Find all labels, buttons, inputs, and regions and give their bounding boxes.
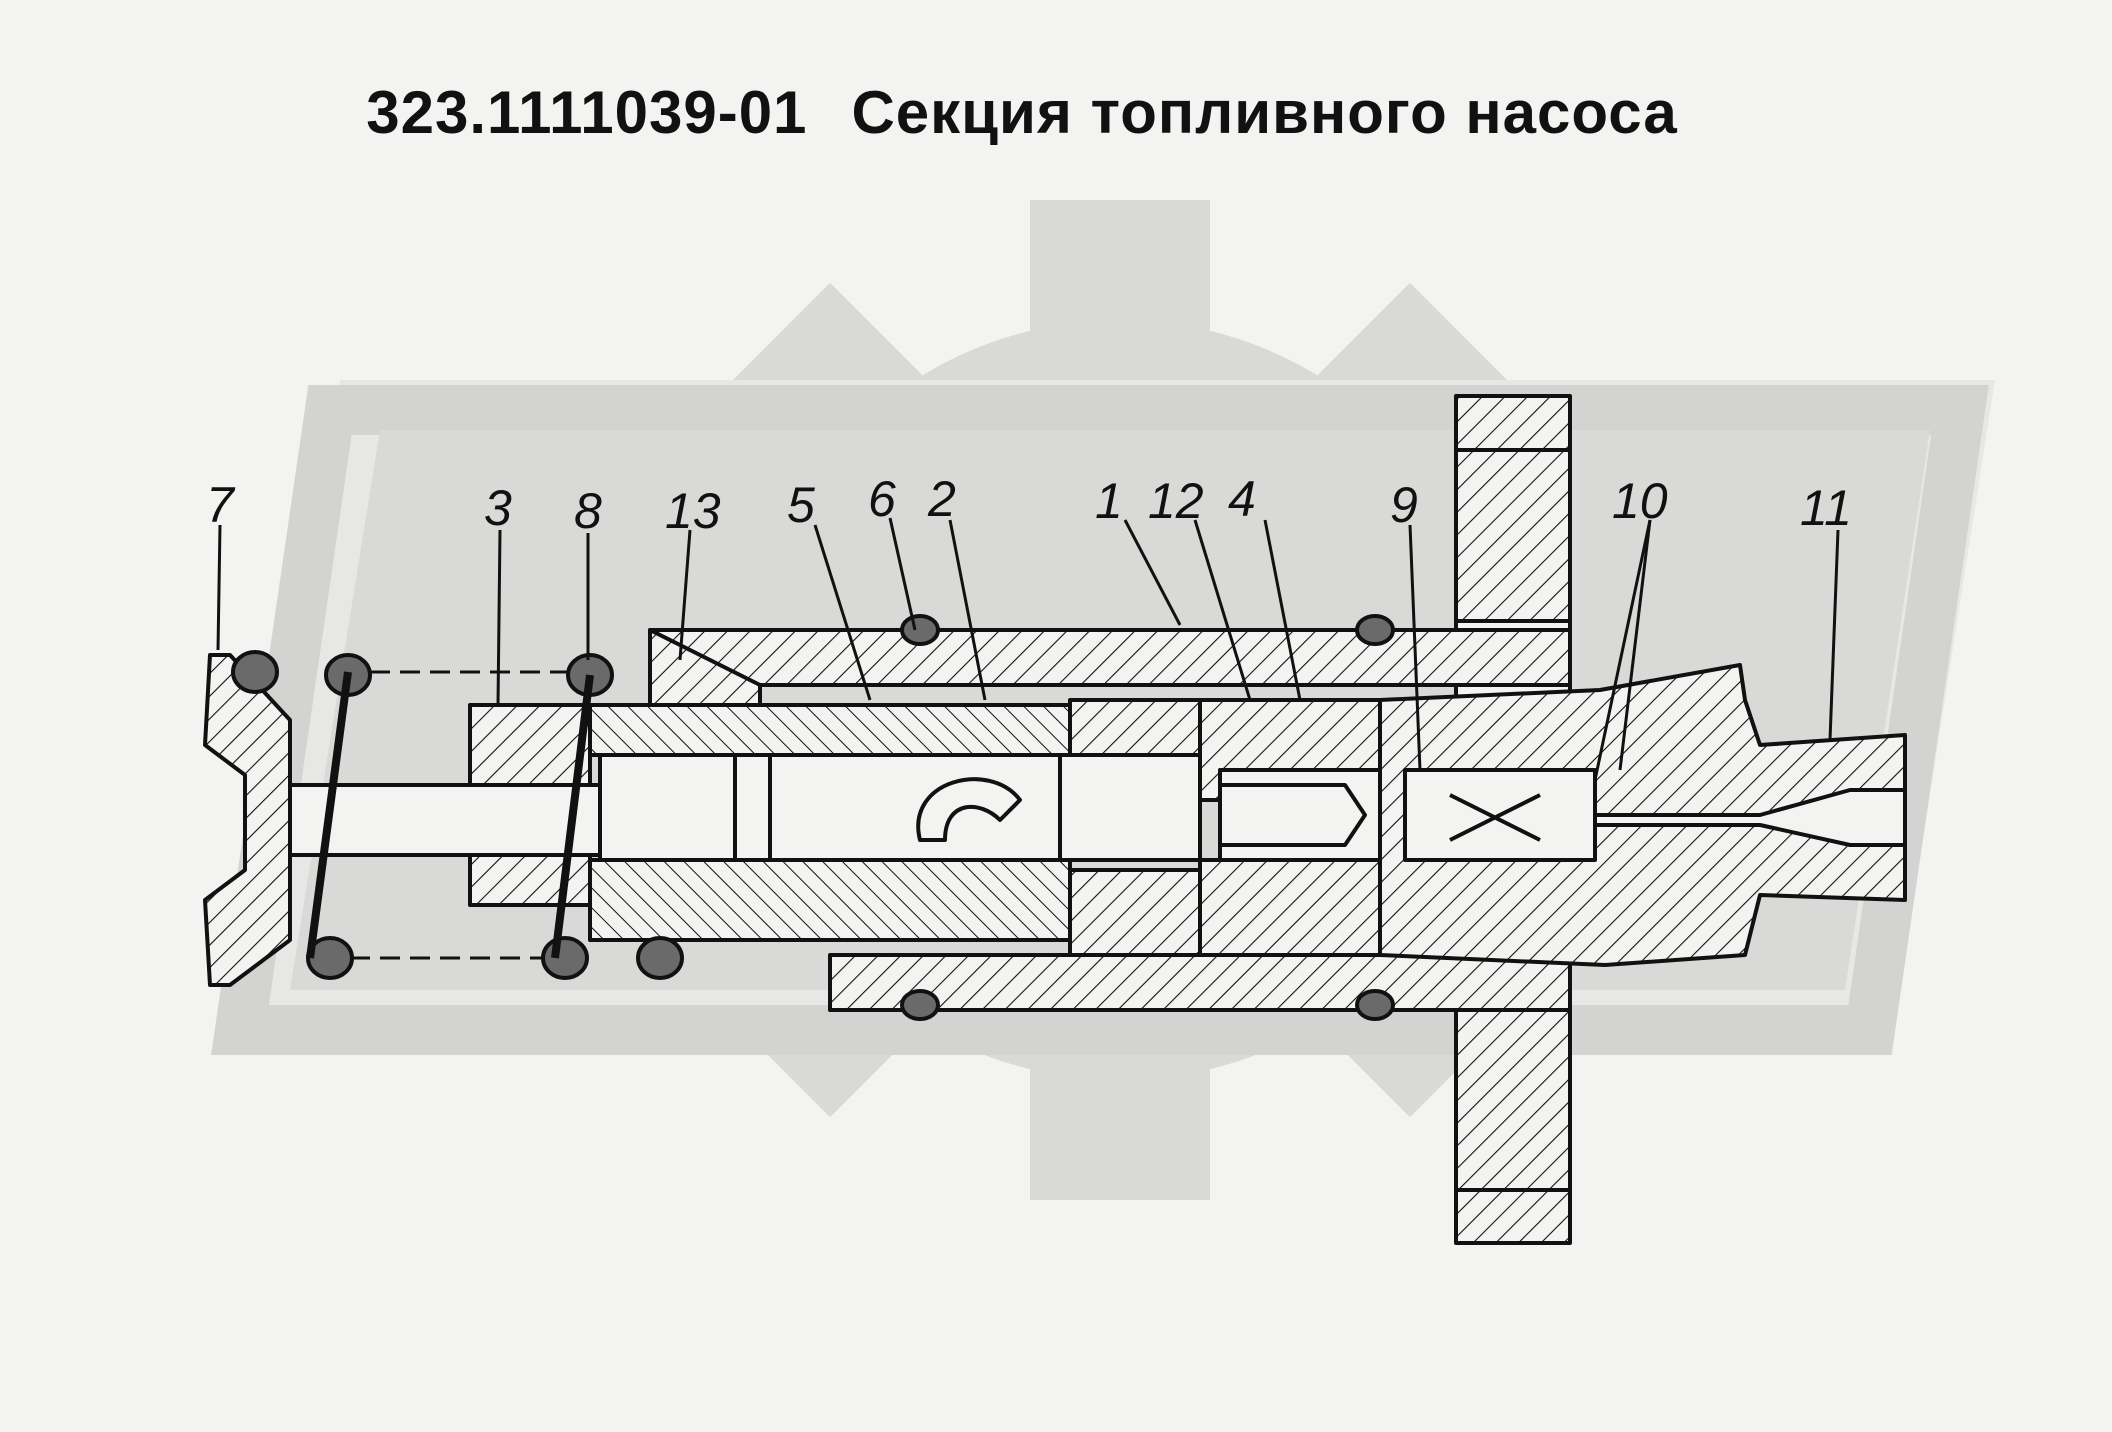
callout-7: 7 [206, 477, 236, 533]
part-number: 323.1111039-01 [366, 79, 808, 146]
callout-5: 5 [787, 477, 815, 533]
callout-1: 1 [1095, 473, 1123, 529]
callout-9: 9 [1390, 477, 1418, 533]
callout-13: 13 [665, 483, 721, 539]
callout-6: 6 [868, 471, 896, 527]
fuel-pump-section [203, 394, 1907, 1245]
callout-11: 11 [1800, 480, 1852, 536]
callout-12: 12 [1148, 473, 1204, 529]
callout-3: 3 [484, 480, 512, 536]
callout-4: 4 [1228, 471, 1256, 527]
part-name: Секция топливного насоса [851, 79, 1678, 146]
callout-8: 8 [574, 483, 602, 539]
page-title: 323.1111039-01 Секция топливного насоса [0, 78, 2044, 147]
callout-10: 10 [1612, 473, 1668, 529]
callout-2: 2 [927, 471, 956, 527]
callout-labels: 7 3 8 13 5 6 2 1 12 4 9 10 11 [206, 471, 1852, 539]
